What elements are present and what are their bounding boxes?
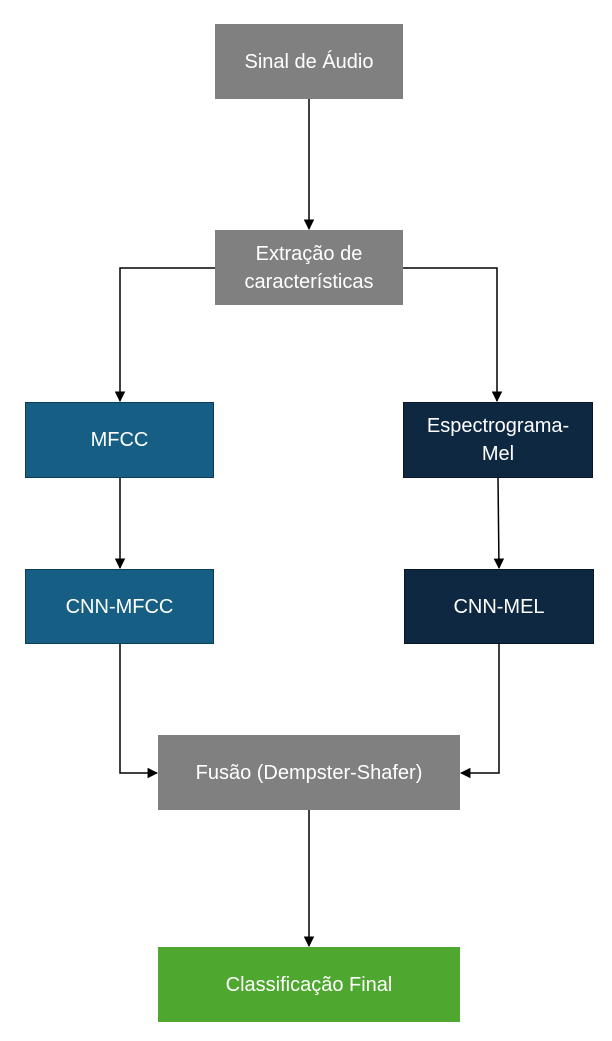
node-audio-signal: Sinal de Áudio — [215, 24, 403, 99]
node-fusion: Fusão (Dempster-Shafer) — [158, 735, 460, 810]
node-final-classification: Classificação Final — [158, 947, 460, 1022]
node-cnn-mel-label: CNN-MEL — [453, 595, 545, 618]
node-feature-extraction: Extração de características — [215, 230, 403, 305]
node-cnn-mfcc: CNN-MFCC — [25, 569, 214, 644]
node-audio-signal-label: Sinal de Áudio — [244, 50, 374, 73]
edge-cnn-mel-to-fusion — [459, 644, 500, 779]
edge-extraction-to-mfcc — [114, 267, 215, 403]
node-mfcc: MFCC — [25, 402, 214, 478]
node-final-classification-label: Classificação Final — [225, 973, 393, 996]
node-mel-spectrogram-label: Espectrograma-Mel — [426, 415, 570, 465]
edge-cnn-mfcc-to-fusion — [119, 644, 159, 779]
edge-mel-to-cnn-mel — [493, 477, 505, 570]
node-cnn-mel: CNN-MEL — [404, 569, 594, 644]
node-feature-extraction-label: Extração de características — [244, 242, 374, 293]
node-mfcc-label: MFCC — [90, 429, 149, 451]
node-cnn-mfcc-label: CNN-MFCC — [65, 595, 174, 618]
node-mel-spectrogram: Espectrograma-Mel — [403, 402, 593, 478]
node-fusion-label: Fusão (Dempster-Shafer) — [195, 761, 423, 784]
edge-extraction-to-mel — [403, 267, 503, 403]
